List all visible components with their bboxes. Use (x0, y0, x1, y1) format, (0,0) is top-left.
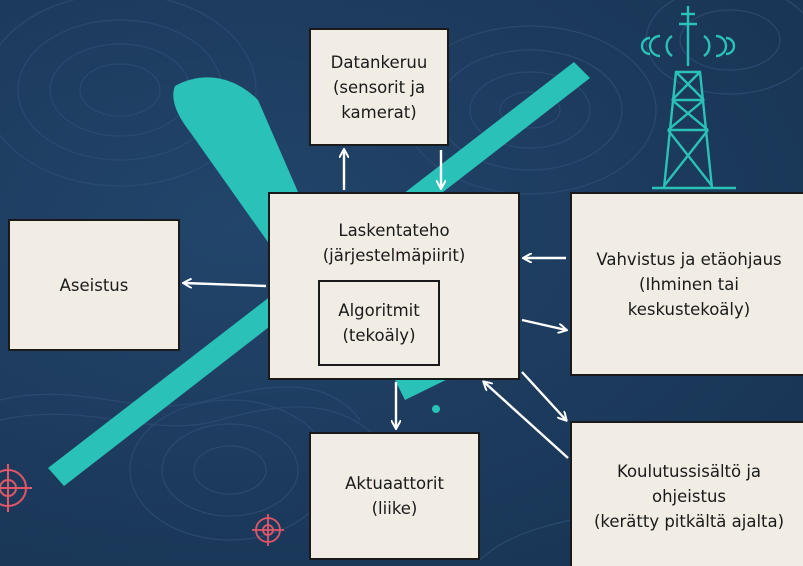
node-label: (järjestelmäpiirit) (322, 246, 466, 265)
crosshair-icon (252, 514, 284, 546)
node-label: keskustekoäly) (627, 299, 751, 319)
node-vahvistus: Vahvistus ja etäohjaus (Ihminen tai kesk… (570, 192, 803, 376)
node-label: Algoritmit (338, 301, 420, 320)
crosshair-icon (0, 464, 32, 512)
node-aktuaattorit: Aktuaattorit (liike) (309, 432, 480, 560)
node-label: Vahvistus ja etäohjaus (596, 249, 782, 269)
node-label: (tekoäly) (342, 326, 416, 345)
arrow-laskentateho-to-vahvistus (521, 318, 566, 330)
node-algoritmit: Algoritmit (tekoäly) (318, 280, 440, 366)
node-label: ohjeistus (652, 486, 726, 506)
node-label: Laskentateho (338, 221, 450, 240)
node-label: (kerätty pitkältä ajalta) (593, 511, 785, 531)
arrow-laskentateho-to-koulutus (521, 371, 566, 420)
arrow-laskentateho-to-aseistus (184, 283, 267, 286)
node-label: Datankeruu (330, 52, 428, 72)
node-label: (Ihminen tai (639, 274, 739, 294)
node-label: Koulutussisältö ja (616, 461, 762, 481)
node-label: (liike) (371, 499, 418, 518)
node-aseistus: Aseistus (8, 219, 180, 351)
node-koulutus: Koulutussisältö ja ohjeistus (kerätty pi… (570, 421, 803, 566)
node-datankeruu: Datankeruu (sensorit ja kamerat) (309, 28, 449, 146)
radio-tower-icon (640, 6, 736, 190)
node-label: (sensorit ja (332, 77, 426, 97)
node-label: Aktuaattorit (345, 474, 444, 493)
node-label: Aseistus (59, 275, 129, 295)
arrow-koulutus-to-laskentateho (484, 382, 569, 459)
node-label: kamerat) (341, 102, 417, 122)
